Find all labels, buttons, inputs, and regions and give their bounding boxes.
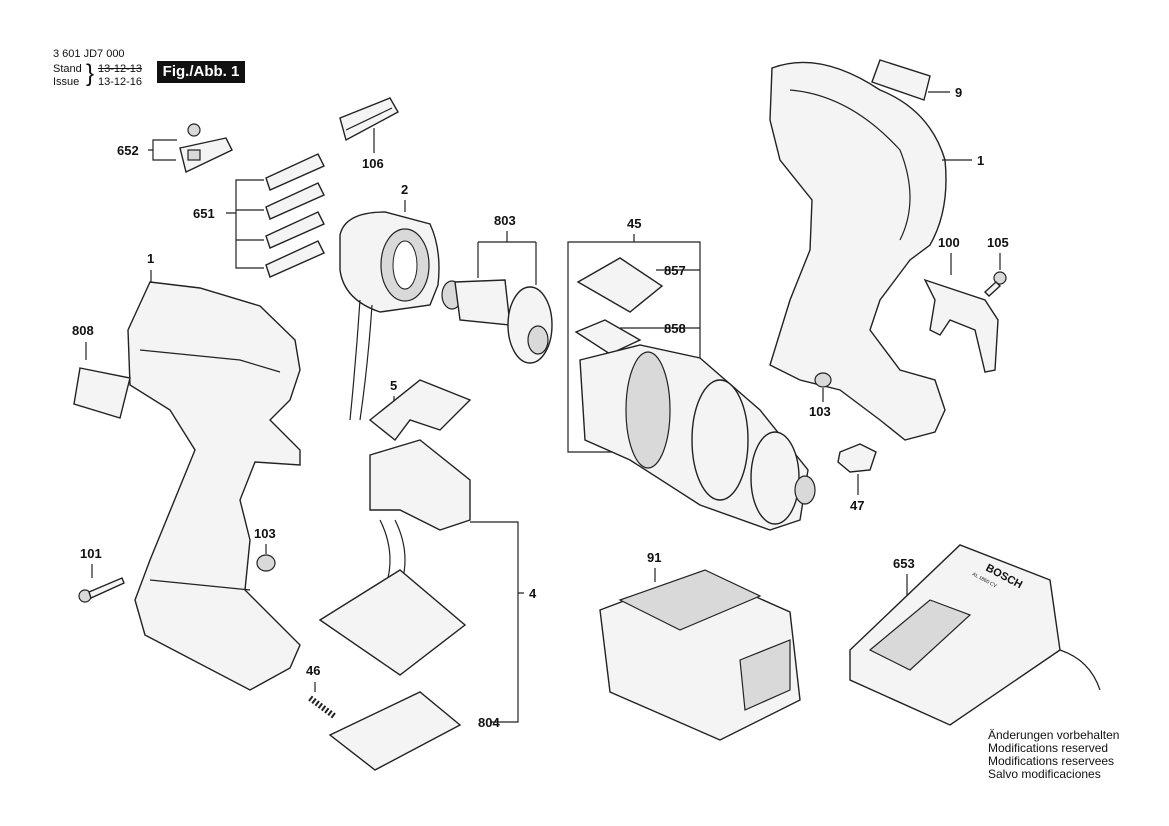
part-101-screw: [78, 577, 125, 603]
label-803: 803: [494, 213, 516, 228]
issue-label: Issue: [53, 76, 80, 88]
modification-notes: Änderungen vorbehalten Modifications res…: [988, 729, 1119, 781]
part-652-clip: [179, 123, 233, 174]
label-101: 101: [80, 546, 102, 561]
part-45-gearbox-chuck: [579, 344, 816, 531]
label-857: 857: [664, 263, 686, 278]
part-2-stator: [339, 211, 440, 421]
part-105-screw: [983, 271, 1007, 297]
label-652: 652: [117, 143, 139, 158]
part-46-spring: [308, 695, 336, 719]
label-45: 45: [627, 216, 641, 231]
label-1-right: 1: [977, 153, 984, 168]
part-100-belt-clip: [923, 278, 999, 373]
label-653: 653: [893, 556, 915, 571]
part-103-nut-right: [814, 372, 832, 388]
label-804: 804: [478, 715, 500, 730]
label-100: 100: [938, 235, 960, 250]
part-106-cap: [339, 97, 399, 142]
part-1-housing-left: [127, 281, 301, 691]
document-number: 3 601 JD7 000: [53, 48, 125, 60]
label-651: 651: [193, 206, 215, 221]
label-105: 105: [987, 235, 1009, 250]
note-en: Modifications reserved: [988, 741, 1109, 755]
part-103-nut-left: [256, 554, 276, 572]
label-5: 5: [390, 378, 397, 393]
part-653-charger: BOSCH AL 1860 CV: [849, 544, 1101, 726]
label-103-left: 103: [254, 526, 276, 541]
part-4-switch-assembly: [318, 439, 471, 676]
date-current: 13-12-16: [98, 76, 143, 88]
part-5-slider: [368, 379, 472, 441]
part-803-rotor: [441, 279, 553, 364]
label-808: 808: [72, 323, 94, 338]
label-106: 106: [362, 156, 384, 171]
part-9-label: [871, 59, 931, 101]
label-47: 47: [850, 498, 864, 513]
date-superseded: 13-12-13: [98, 63, 143, 75]
label-9: 9: [955, 85, 962, 100]
label-1-left: 1: [147, 251, 154, 266]
part-858-plate: [574, 319, 642, 355]
label-46: 46: [306, 663, 320, 678]
stand-label: Stand: [53, 63, 82, 75]
note-es: Salvo modificaciones: [988, 767, 1101, 781]
label-91: 91: [647, 550, 661, 565]
label-103-right: 103: [809, 404, 831, 419]
note-de: Änderungen vorbehalten: [988, 728, 1120, 742]
part-804-base-plate: [328, 691, 462, 771]
label-2: 2: [401, 182, 408, 197]
label-4: 4: [529, 586, 537, 601]
part-1-housing-right: [769, 61, 947, 441]
note-fr: Modifications reservees: [988, 754, 1115, 768]
part-651-caps: [265, 153, 325, 278]
part-808-label: [73, 367, 131, 419]
brace-glyph: }: [86, 60, 95, 87]
part-47-clip: [837, 443, 877, 473]
figure-label: Fig./Abb. 1: [157, 61, 245, 83]
part-91-battery: [599, 569, 801, 741]
label-858: 858: [664, 321, 686, 336]
part-857-cover: [576, 257, 664, 313]
